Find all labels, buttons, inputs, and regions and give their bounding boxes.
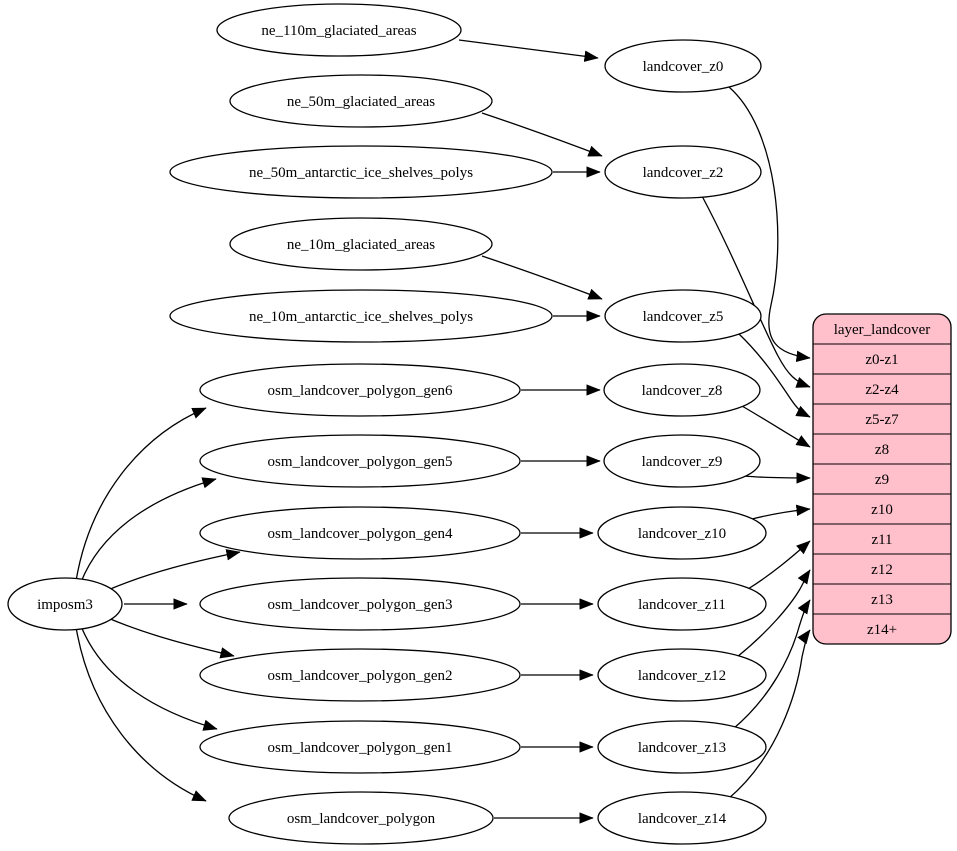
node-osm-landcover-polygon-gen6: osm_landcover_polygon_gen6 bbox=[199, 363, 521, 417]
layer-landcover-table-body bbox=[812, 313, 952, 645]
edge-imposm3-to-gen2 bbox=[107, 617, 235, 659]
node-landcover-z14-label: landcover_z14 bbox=[638, 811, 727, 827]
node-landcover-z10-label: landcover_z10 bbox=[638, 526, 726, 542]
node-osm-landcover-polygon-gen3: osm_landcover_polygon_gen3 bbox=[199, 577, 521, 631]
node-landcover-z13: landcover_z13 bbox=[597, 720, 767, 774]
node-landcover-z8-label: landcover_z8 bbox=[642, 383, 723, 399]
node-imposm3-label: imposm3 bbox=[37, 597, 93, 613]
node-landcover-z8: landcover_z8 bbox=[603, 363, 761, 417]
node-landcover-z5: landcover_z5 bbox=[604, 289, 762, 343]
node-osm-landcover-polygon-gen2-label: osm_landcover_polygon_gen2 bbox=[268, 668, 453, 684]
node-landcover-z5-label: landcover_z5 bbox=[643, 309, 724, 325]
edge-landcover-z10-to-row-z10 bbox=[751, 504, 811, 520]
edge-landcover-z13-to-row-z13 bbox=[732, 599, 811, 730]
node-ne-50m-glaciated-areas-label: ne_50m_glaciated_areas bbox=[287, 94, 435, 110]
node-osm-landcover-polygon-gen5-label: osm_landcover_polygon_gen5 bbox=[268, 454, 453, 470]
node-ne-10m-glaciated-areas: ne_10m_glaciated_areas bbox=[229, 217, 493, 271]
node-landcover-z12: landcover_z12 bbox=[597, 648, 767, 702]
node-landcover-z11-label: landcover_z11 bbox=[638, 597, 726, 613]
node-ne-50m-antarctic-ice-shelves-polys: ne_50m_antarctic_ice_shelves_polys bbox=[169, 145, 553, 199]
edge-landcover-z2-to-row-z2-z4 bbox=[701, 195, 811, 388]
table-row-z13: z13 bbox=[871, 592, 893, 608]
node-osm-landcover-polygon-label: osm_landcover_polygon bbox=[287, 811, 436, 827]
node-landcover-z14: landcover_z14 bbox=[597, 791, 767, 845]
edge-landcover-z9-to-row-z9 bbox=[743, 472, 811, 484]
edges bbox=[75, 39, 811, 824]
node-osm-landcover-polygon-gen6-label: osm_landcover_polygon_gen6 bbox=[268, 383, 453, 399]
edge-imposm3-to-gen5 bbox=[80, 477, 217, 583]
node-osm-landcover-polygon-gen4-label: osm_landcover_polygon_gen4 bbox=[268, 526, 453, 542]
node-landcover-z0-label: landcover_z0 bbox=[643, 59, 724, 75]
node-ne-110m-glaciated-areas: ne_110m_glaciated_areas bbox=[216, 3, 462, 57]
table-row-z2-z4: z2-z4 bbox=[865, 382, 899, 398]
table-row-z14plus: z14+ bbox=[867, 622, 897, 638]
node-ne-50m-glaciated-areas: ne_50m_glaciated_areas bbox=[229, 74, 493, 128]
table-row-z5-z7: z5-z7 bbox=[865, 412, 899, 428]
edge-ne-50m-glaciated-areas-to-landcover-z2 bbox=[481, 112, 603, 157]
edge-landcover-z12-to-row-z12 bbox=[736, 569, 811, 658]
node-osm-landcover-polygon-gen2: osm_landcover_polygon_gen2 bbox=[199, 648, 521, 702]
table-row-z9: z9 bbox=[875, 472, 889, 488]
node-landcover-z9-label: landcover_z9 bbox=[642, 454, 723, 470]
node-ne-10m-glaciated-areas-label: ne_10m_glaciated_areas bbox=[287, 237, 435, 253]
edge-landcover-z11-to-row-z11 bbox=[747, 540, 811, 590]
layer-landcover-table-title: layer_landcover bbox=[834, 322, 931, 338]
node-ne-10m-antarctic-ice-shelves-polys: ne_10m_antarctic_ice_shelves_polys bbox=[169, 289, 553, 343]
node-osm-landcover-polygon-gen1-label: osm_landcover_polygon_gen1 bbox=[268, 740, 453, 756]
edge-imposm3-to-gen4 bbox=[107, 549, 241, 591]
edge-imposm3-to-gen1 bbox=[80, 625, 218, 731]
node-imposm3: imposm3 bbox=[7, 577, 123, 631]
node-osm-landcover-polygon-gen5: osm_landcover_polygon_gen5 bbox=[199, 434, 521, 488]
node-landcover-z10: landcover_z10 bbox=[597, 506, 767, 560]
node-landcover-z0: landcover_z0 bbox=[604, 39, 762, 93]
node-osm-landcover-polygon: osm_landcover_polygon bbox=[228, 791, 494, 845]
node-osm-landcover-polygon-gen1: osm_landcover_polygon_gen1 bbox=[199, 720, 521, 774]
node-landcover-z11: landcover_z11 bbox=[597, 577, 767, 631]
edge-landcover-z8-to-row-z8 bbox=[741, 405, 811, 448]
edge-ne-110m-glaciated-areas-to-landcover-z0 bbox=[458, 39, 599, 62]
node-landcover-z9: landcover_z9 bbox=[603, 434, 761, 488]
node-landcover-z12-label: landcover_z12 bbox=[638, 668, 726, 684]
edge-ne-10m-glaciated-areas-to-landcover-z5 bbox=[481, 255, 603, 300]
node-osm-landcover-polygon-gen3-label: osm_landcover_polygon_gen3 bbox=[268, 597, 453, 613]
node-ne-50m-antarctic-ice-shelves-polys-label: ne_50m_antarctic_ice_shelves_polys bbox=[249, 165, 473, 181]
layer-landcover-table: layer_landcover z0-z1 z2-z4 z5-z7 z8 z9 … bbox=[812, 313, 952, 645]
node-ne-10m-antarctic-ice-shelves-polys-label: ne_10m_antarctic_ice_shelves_polys bbox=[249, 309, 473, 325]
node-landcover-z2: landcover_z2 bbox=[604, 145, 762, 199]
table-row-z12: z12 bbox=[871, 562, 893, 578]
table-row-z0-z1: z0-z1 bbox=[865, 352, 898, 368]
node-osm-landcover-polygon-gen4: osm_landcover_polygon_gen4 bbox=[199, 506, 521, 560]
node-landcover-z13-label: landcover_z13 bbox=[638, 740, 726, 756]
table-row-z11: z11 bbox=[871, 532, 892, 548]
edge-imposm3-to-gen6 bbox=[75, 407, 207, 582]
node-ne-110m-glaciated-areas-label: ne_110m_glaciated_areas bbox=[261, 23, 416, 39]
table-row-z8: z8 bbox=[875, 442, 889, 458]
node-landcover-z2-label: landcover_z2 bbox=[643, 165, 724, 181]
edge-imposm3-to-polygon bbox=[75, 626, 207, 802]
edge-landcover-z5-to-row-z5-z7 bbox=[738, 333, 811, 418]
edge-landcover-z0-to-row-z0-z1 bbox=[728, 86, 811, 363]
edge-landcover-z14-to-row-z14plus bbox=[727, 629, 811, 800]
table-row-z10: z10 bbox=[871, 502, 893, 518]
